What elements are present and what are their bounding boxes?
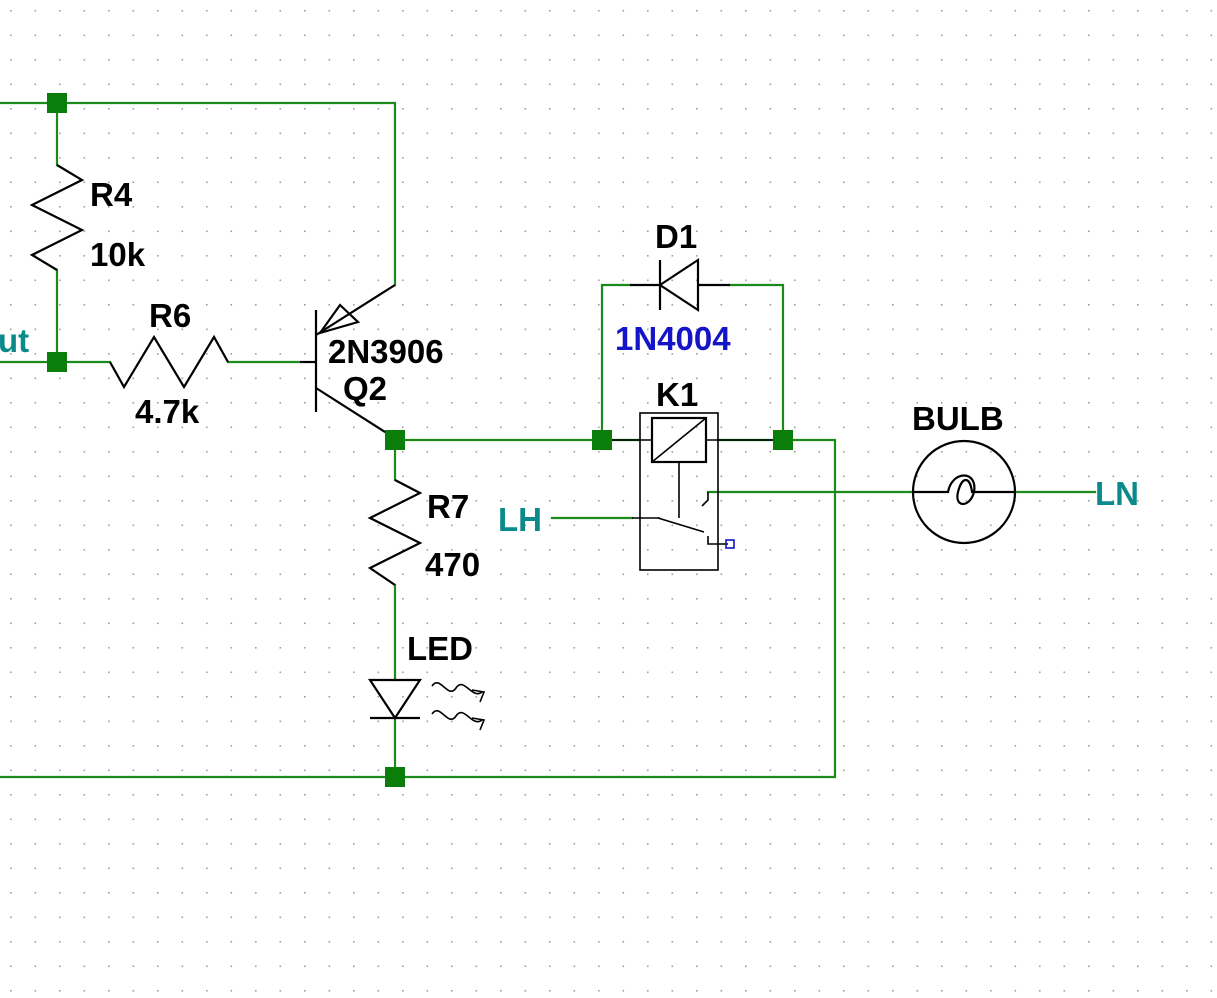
- q2-emitter-lead: [315, 284, 396, 336]
- resistor-r4-zigzag: [29, 164, 85, 271]
- k1-coil-slash: [651, 417, 707, 463]
- transistor-q2[interactable]: 2N3906 Q2: [300, 284, 444, 433]
- wire-top-rail[interactable]: [0, 101, 397, 287]
- led-emission-head-2: [471, 717, 486, 731]
- r6-value-label: 4.7k: [135, 393, 200, 430]
- d1-ref-label: D1: [655, 218, 697, 255]
- junction-collector[interactable]: [385, 430, 405, 450]
- led-emission-arrow-2: [431, 710, 483, 723]
- led-emission-head-1: [471, 689, 486, 703]
- resistor-r6-zigzag: [109, 334, 229, 390]
- wire-d1-left[interactable]: [600, 283, 632, 442]
- relay-k1[interactable]: K1: [612, 376, 773, 571]
- resistor-r7-zigzag: [367, 479, 423, 586]
- junction-out[interactable]: [47, 352, 67, 372]
- resistor-r7[interactable]: R7 470: [367, 479, 480, 586]
- junction-ground[interactable]: [385, 767, 405, 787]
- q2-emitter-arrow: [317, 303, 361, 335]
- k1-nc-contact: [701, 492, 709, 507]
- bulb-ref-label: BULB: [912, 400, 1004, 437]
- r4-ref-label: R4: [90, 176, 133, 213]
- k1-ref-label: K1: [656, 376, 698, 413]
- wire-d1-right[interactable]: [728, 283, 785, 442]
- junction-top-left[interactable]: [47, 93, 67, 113]
- k1-body: [639, 412, 719, 571]
- net-label-out[interactable]: ut: [0, 322, 29, 359]
- q2-ref-label: Q2: [343, 370, 387, 407]
- r4-value-label: 10k: [90, 236, 146, 273]
- junctions: [47, 93, 793, 787]
- k1-unconnected-pin[interactable]: [725, 539, 735, 549]
- k1-switch-arm: [657, 517, 705, 533]
- q2-value-label: 2N3906: [328, 333, 444, 370]
- bulb-circle: [911, 439, 1017, 545]
- led-emission-arrow-1: [431, 682, 483, 695]
- led-triangle: [367, 678, 423, 721]
- r7-ref-label: R7: [427, 488, 469, 525]
- led[interactable]: LED: [367, 630, 486, 731]
- junction-d1-right[interactable]: [773, 430, 793, 450]
- lamp-bulb[interactable]: BULB: [911, 400, 1017, 545]
- k1-no-contact: [707, 536, 728, 545]
- junction-d1-left[interactable]: [592, 430, 612, 450]
- resistor-r6[interactable]: R6 4.7k: [109, 297, 229, 430]
- d1-value-label: 1N4004: [615, 320, 731, 357]
- bulb-filament: [914, 474, 1014, 506]
- q2-collector-lead: [315, 387, 386, 433]
- net-label-ln[interactable]: LN: [1095, 475, 1139, 512]
- net-label-lh[interactable]: LH: [498, 501, 542, 538]
- diode-d1[interactable]: D1 1N4004: [615, 218, 731, 357]
- r6-ref-label: R6: [149, 297, 191, 334]
- led-ref-label: LED: [407, 630, 473, 667]
- r7-value-label: 470: [425, 546, 480, 583]
- resistor-r4[interactable]: R4 10k: [29, 164, 146, 273]
